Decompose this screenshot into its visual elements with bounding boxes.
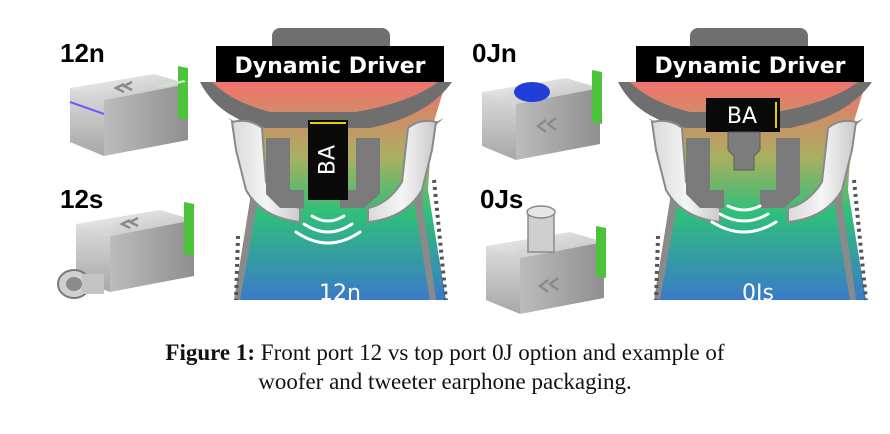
figure-caption: Figure 1: Front port 12 vs top port 0J o… <box>0 338 890 396</box>
caption-prefix: Figure 1: <box>165 340 256 365</box>
port-label-left: 12n <box>319 281 361 306</box>
driver-label-left: Dynamic Driver <box>234 54 425 79</box>
driver-label-bar <box>216 46 444 82</box>
ba-receiver <box>706 98 780 132</box>
diagram-svg: Dynamic Driver Dynamic Driver BA BA 12n … <box>57 28 872 314</box>
caption-line-1: Figure 1: Front port 12 vs top port 0J o… <box>0 338 890 367</box>
nozzle-left <box>266 138 304 208</box>
variant-label-0Js: 0Js <box>480 184 524 214</box>
ba-spout <box>727 131 761 171</box>
variant-label-12n: 12n <box>60 38 105 68</box>
receiver-12n-image <box>69 66 188 156</box>
dashed-outline-right <box>432 179 448 301</box>
diagram-stage: Dynamic Driver Dynamic Driver BA BA 12n … <box>57 28 872 314</box>
nozzle-right <box>340 138 380 208</box>
variant-label-12s: 12s <box>60 184 104 214</box>
receiver-0Js-image <box>486 205 606 314</box>
ba-label-right: BA <box>727 104 757 129</box>
port-label-right: 0Js <box>742 281 774 306</box>
variant-label-0Jn: 0Jn <box>472 38 517 68</box>
sound-waves-icon <box>294 214 362 245</box>
nozzle-right <box>760 138 800 208</box>
right-earphone-cross-section <box>618 28 872 301</box>
driver-housing <box>200 82 452 128</box>
dashed-outline-right <box>852 179 868 301</box>
driver-label-bar <box>636 46 864 82</box>
caption-line-2: woofer and tweeter earphone packaging. <box>258 369 632 394</box>
driver-housing <box>618 82 872 128</box>
left-earphone-cross-section <box>200 28 452 301</box>
inner-wall-right <box>367 119 438 224</box>
ba-receiver <box>308 120 348 200</box>
caption-line1-text: Front port 12 vs top port 0J option and … <box>255 340 725 365</box>
driver-label-right: Dynamic Driver <box>654 54 845 79</box>
inner-wall-right <box>787 119 858 224</box>
receiver-12s-image <box>57 202 194 299</box>
receiver-0Jn-image <box>482 70 602 160</box>
sound-waves-icon <box>710 204 778 234</box>
ba-label-left: BA <box>316 145 341 175</box>
acoustic-volume <box>624 82 866 300</box>
nozzle-left <box>686 138 724 208</box>
